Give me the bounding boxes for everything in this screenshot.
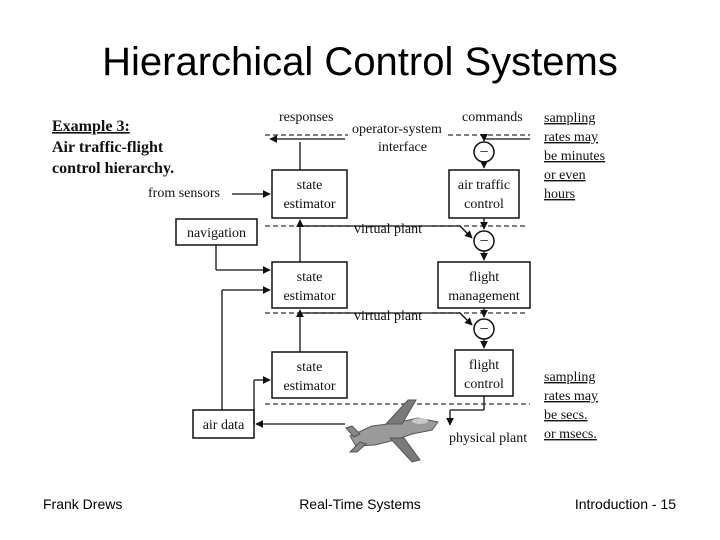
comparator-3: − [473, 318, 495, 340]
sampling-note-bottom: sampling rates may be secs. or msecs. [544, 370, 598, 442]
sampling-note-top: sampling rates may be minutes or even ho… [544, 111, 605, 202]
air-traffic-control-line-2: control [464, 197, 504, 212]
example-text-line-2: control hierarchy. [52, 160, 174, 177]
navigation-label: navigation [187, 226, 246, 241]
svg-text:sampling: sampling [544, 370, 595, 385]
flight-management-line-1: flight [469, 270, 499, 285]
navigation-box [175, 218, 258, 246]
virtual-plant-label-2: virtual plant [354, 309, 422, 324]
svg-text:or msecs.: or msecs. [544, 427, 597, 442]
air-traffic-control-box [448, 169, 520, 219]
svg-text:hours: hours [544, 187, 575, 202]
flight-control-line-2: control [464, 377, 504, 392]
footer-course: Real-Time Systems [299, 496, 421, 512]
virtual-plant-label-1: virtual plant [354, 222, 422, 237]
example-heading: Example 3: [52, 118, 130, 135]
responses-label: responses [279, 110, 333, 125]
flight-control-box [454, 349, 514, 397]
from-sensors-label: from sensors [148, 186, 220, 201]
svg-text:rates may: rates may [544, 389, 598, 404]
flight-management-box [437, 261, 531, 309]
jet-aircraft-icon [345, 399, 439, 463]
interface-label-line-1: operator-system [352, 122, 442, 137]
commands-label: commands [462, 110, 523, 125]
flight-management-line-2: management [448, 289, 520, 304]
svg-text:rates may: rates may [544, 130, 598, 145]
comparator-1: − [473, 141, 495, 163]
state-estimator-bottom-line-2: estimator [283, 379, 335, 394]
svg-text:−: − [479, 233, 488, 250]
svg-text:be secs.: be secs. [544, 408, 588, 423]
example-text-line-1: Air traffic-flight [52, 139, 164, 156]
state-estimator-box-top [271, 169, 348, 219]
air-traffic-control-line-1: air traffic [458, 178, 510, 193]
footer-page: Introduction - 15 [574, 496, 676, 512]
state-estimator-top-line-1: state [297, 178, 323, 193]
state-estimator-box-bottom [271, 351, 348, 399]
flight-control-line-1: flight [469, 358, 499, 373]
sensor-input-arrows [215, 190, 271, 424]
svg-text:−: − [479, 321, 488, 338]
control-signal-arrows [446, 160, 488, 426]
state-estimator-bottom-line-1: state [297, 360, 323, 375]
state-estimator-middle-line-1: state [297, 270, 323, 285]
slide-title: Hierarchical Control Systems [102, 40, 618, 84]
air-data-label: air data [203, 418, 245, 433]
physical-plant-label: physical plant [449, 431, 527, 446]
estimator-feedback-lines [296, 142, 460, 352]
state-estimator-middle-line-2: estimator [283, 289, 335, 304]
interface-label-line-2: interface [378, 140, 427, 155]
footer-author: Frank Drews [43, 496, 123, 512]
svg-text:be minutes: be minutes [544, 149, 605, 164]
state-estimator-top-line-2: estimator [283, 197, 335, 212]
svg-text:−: − [479, 144, 488, 161]
comparator-2: − [473, 230, 495, 252]
state-estimator-box-middle [271, 261, 348, 309]
svg-text:sampling: sampling [544, 111, 595, 126]
svg-text:or even: or even [544, 168, 586, 183]
